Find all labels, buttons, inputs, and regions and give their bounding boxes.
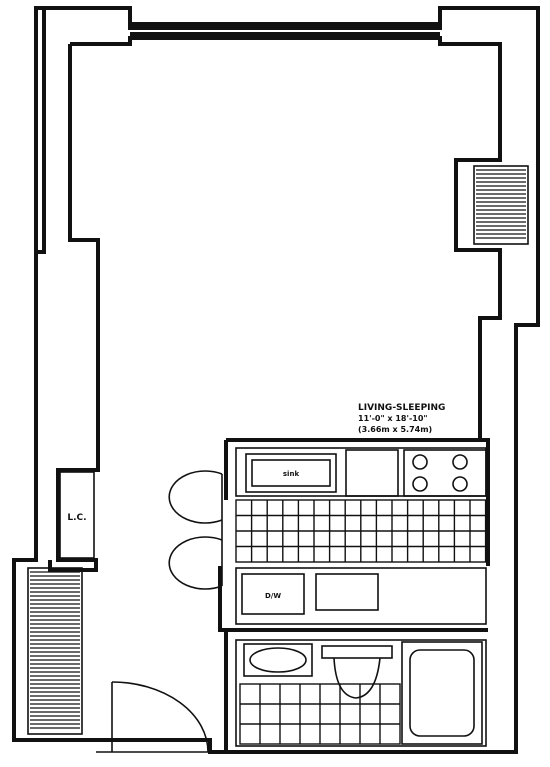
kitchen-tile-floor bbox=[235, 499, 487, 563]
sink-label: sink bbox=[283, 470, 300, 478]
radiator-right bbox=[473, 165, 529, 245]
counter-sink bbox=[315, 573, 379, 611]
kitchen-door-upper bbox=[168, 470, 223, 524]
bathroom bbox=[224, 630, 487, 752]
room-metric: (3.66m x 5.74m) bbox=[358, 425, 432, 434]
room-name: LIVING-SLEEPING bbox=[358, 403, 445, 413]
kitchen-sink bbox=[245, 453, 337, 493]
radiator-left bbox=[27, 567, 83, 735]
toilet bbox=[321, 645, 393, 699]
refrigerator bbox=[345, 449, 399, 497]
kitchen: sink D/W bbox=[168, 438, 490, 632]
entry-door bbox=[96, 681, 210, 753]
room-dimensions: 11'-0" x 18'-10" bbox=[358, 414, 428, 423]
dw-label: D/W bbox=[265, 592, 281, 600]
kitchen-door-lower bbox=[168, 536, 223, 590]
bathroom-sink bbox=[243, 643, 313, 677]
dishwasher bbox=[241, 573, 305, 615]
stove bbox=[403, 449, 487, 497]
window-top bbox=[130, 22, 440, 38]
closet-label: L.C. bbox=[67, 513, 86, 523]
linen-closet: L.C. bbox=[59, 471, 95, 559]
bathtub bbox=[401, 641, 483, 745]
room-label: LIVING-SLEEPING 11'-0" x 18'-10" (3.66m … bbox=[358, 403, 445, 434]
